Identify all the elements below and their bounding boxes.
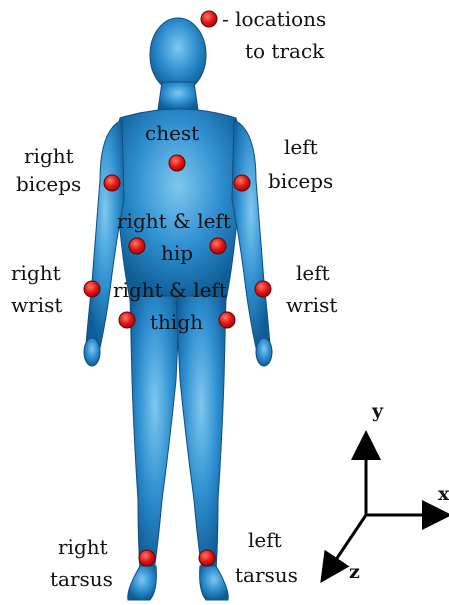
right-biceps-label-line1: right — [24, 146, 74, 167]
left-biceps-label-line1: left — [284, 137, 318, 158]
right-leg — [130, 296, 180, 570]
x-axis-label: x — [438, 483, 449, 505]
thigh-label-line1: right & left — [113, 280, 227, 301]
left-foot — [200, 566, 229, 600]
head — [150, 18, 206, 92]
z-axis-label: z — [349, 561, 360, 583]
coordinate-axes — [327, 442, 440, 573]
left-wrist-label-line2: wrist — [286, 295, 337, 316]
right-wrist-label-line1: right — [11, 263, 61, 284]
left-biceps-marker — [234, 175, 250, 191]
right-hip-marker — [129, 238, 145, 254]
left-hip-marker — [210, 238, 226, 254]
right-tarsus-marker — [139, 550, 155, 566]
right-arm — [86, 120, 124, 348]
right-thigh-marker — [119, 312, 135, 328]
thigh-label-line2: thigh — [150, 312, 203, 333]
right-biceps-marker — [104, 175, 120, 191]
left-wrist-label-line1: left — [296, 263, 330, 284]
left-arm — [232, 120, 270, 348]
left-thigh-marker — [219, 312, 235, 328]
legend-text-line1: - locations — [222, 9, 326, 30]
hip-label-line2: hip — [161, 243, 193, 264]
z-axis-arrow — [327, 515, 366, 573]
chest-marker — [169, 155, 185, 171]
left-tarsus-label-line1: left — [248, 530, 282, 551]
hip-label-line1: right & left — [117, 211, 231, 232]
legend-text-line2: to track — [245, 41, 324, 62]
left-leg — [176, 296, 226, 570]
right-wrist-label-line2: wrist — [11, 295, 62, 316]
left-biceps-label-line2: biceps — [268, 171, 333, 192]
right-tarsus-label-line1: right — [58, 537, 108, 558]
left-tarsus-marker — [199, 550, 215, 566]
left-wrist-marker — [255, 281, 271, 297]
neck — [158, 82, 198, 110]
right-tarsus-label-line2: tarsus — [50, 569, 113, 590]
left-hand — [256, 338, 272, 366]
y-axis-label: y — [372, 400, 383, 422]
right-wrist-marker — [84, 281, 100, 297]
chest-label: chest — [145, 123, 199, 144]
legend-marker-dot — [201, 11, 217, 27]
right-hand — [84, 338, 100, 366]
right-biceps-label-line2: biceps — [16, 174, 81, 195]
human-silhouette — [84, 18, 272, 600]
left-tarsus-label-line2: tarsus — [235, 565, 298, 586]
right-foot — [128, 566, 157, 600]
